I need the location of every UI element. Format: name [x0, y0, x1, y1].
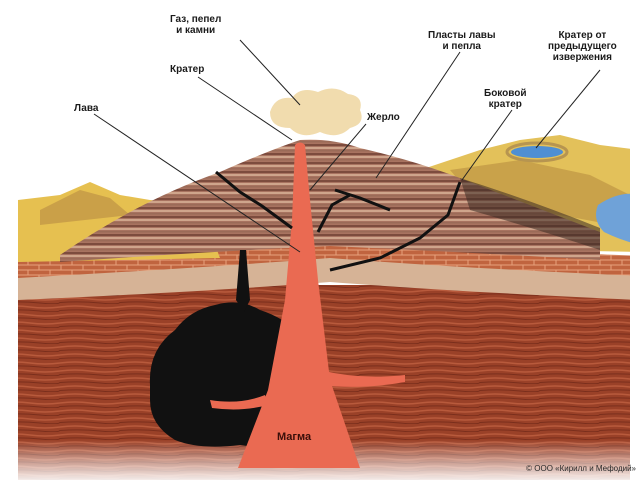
magma-branch-right — [320, 370, 405, 387]
leader-crater — [197, 76, 293, 141]
side-dike — [329, 181, 462, 272]
copyright-text: © ООО «Кирилл и Мефодий» — [526, 464, 636, 473]
label-vent: Жерло — [367, 112, 400, 123]
label-gas-line1: Газ, пепел — [170, 14, 222, 25]
label-lava: Лава — [74, 103, 99, 114]
label-old-crater: Кратер от предыдущего извержения — [548, 30, 617, 63]
label-side-crater: Боковой кратер — [484, 88, 527, 110]
label-old-crater-line2: предыдущего — [548, 41, 617, 52]
label-layers-line2: и пепла — [442, 41, 481, 52]
smoke-cloud — [270, 88, 362, 136]
old-crater-rim — [505, 141, 569, 163]
brick-band — [18, 236, 640, 278]
leader-gas — [239, 39, 301, 106]
dike-branch — [316, 193, 351, 233]
dike-right — [334, 188, 391, 212]
label-magma: Магма — [277, 431, 312, 443]
label-gas-line2: и камни — [176, 25, 216, 36]
label-old-crater-line3: извержения — [552, 52, 612, 63]
label-old-crater-line1: Кратер от — [558, 30, 607, 41]
left-margin — [0, 0, 18, 480]
leader-layers — [375, 51, 461, 179]
leader-vent — [309, 123, 367, 191]
volcano-cone-shadow — [460, 178, 600, 250]
label-crater: Кратер — [170, 64, 205, 75]
magma-branch-left — [210, 395, 268, 410]
lake — [596, 193, 640, 245]
magma-plume — [238, 142, 360, 468]
label-layers-line1: Пласты лавы — [428, 30, 496, 41]
label-side-crater-line2: кратер — [488, 99, 522, 110]
label-side-crater-line1: Боковой — [484, 88, 527, 99]
chamber-feeder — [236, 250, 250, 312]
old-crater — [511, 146, 563, 158]
leader-lava — [93, 113, 301, 253]
ground-left-hill — [40, 190, 130, 225]
ground-right-shade — [450, 160, 640, 230]
label-gas: Газ, пепел и камни — [170, 14, 221, 36]
leader-side-crater — [461, 109, 513, 181]
label-layers: Пласты лавы и пепла — [428, 30, 495, 52]
volcano-cone — [60, 139, 600, 262]
right-margin — [630, 0, 640, 480]
leader-old-crater — [535, 69, 601, 149]
dike-left — [215, 170, 293, 230]
